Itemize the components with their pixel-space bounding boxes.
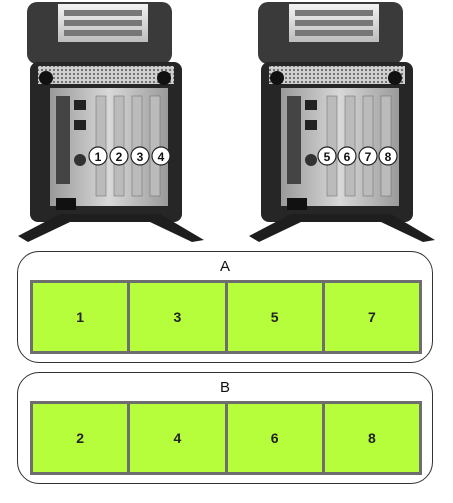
slot-5: 5 (228, 283, 322, 351)
psu-grille (56, 96, 70, 184)
screw-icon (388, 71, 402, 85)
computer-unit-left: 1 2 3 4 (18, 2, 204, 242)
port-label-1: 1 (89, 147, 107, 165)
svg-text:4: 4 (158, 150, 165, 164)
svg-text:8: 8 (385, 150, 392, 164)
screw-icon (270, 71, 284, 85)
port-label-8: 8 (379, 147, 397, 165)
port-label-5: 5 (318, 147, 336, 165)
svg-text:5: 5 (324, 150, 331, 164)
svg-text:3: 3 (137, 150, 144, 164)
group-b-label: B (18, 379, 432, 396)
group-b: B 2 4 6 8 (17, 372, 433, 484)
screw-icon (157, 71, 171, 85)
svg-text:1: 1 (95, 150, 102, 164)
svg-text:2: 2 (116, 150, 123, 164)
svg-text:6: 6 (344, 150, 351, 164)
computer-units: 1 2 3 4 (0, 0, 453, 250)
port-label-6: 6 (338, 147, 356, 165)
port-label-4: 4 (152, 147, 170, 165)
psu-grille (287, 96, 301, 184)
slot-8: 8 (325, 404, 419, 472)
slot-7: 7 (325, 283, 419, 351)
vent-grille (269, 66, 405, 84)
slot-2: 2 (33, 404, 127, 472)
slot-6: 6 (228, 404, 322, 472)
port-label-3: 3 (131, 147, 149, 165)
screw-icon (39, 71, 53, 85)
group-a-slots: 1 3 5 7 (30, 280, 422, 354)
svg-text:7: 7 (365, 150, 372, 164)
slot-4: 4 (130, 404, 224, 472)
port-label-2: 2 (110, 147, 128, 165)
port-label-7: 7 (359, 147, 377, 165)
group-a: A 1 3 5 7 (17, 251, 433, 363)
slot-3: 3 (130, 283, 224, 351)
computer-unit-right: 5 6 7 8 (249, 2, 435, 242)
group-b-slots: 2 4 6 8 (30, 401, 422, 475)
slot-1: 1 (33, 283, 127, 351)
group-a-label: A (18, 258, 432, 275)
